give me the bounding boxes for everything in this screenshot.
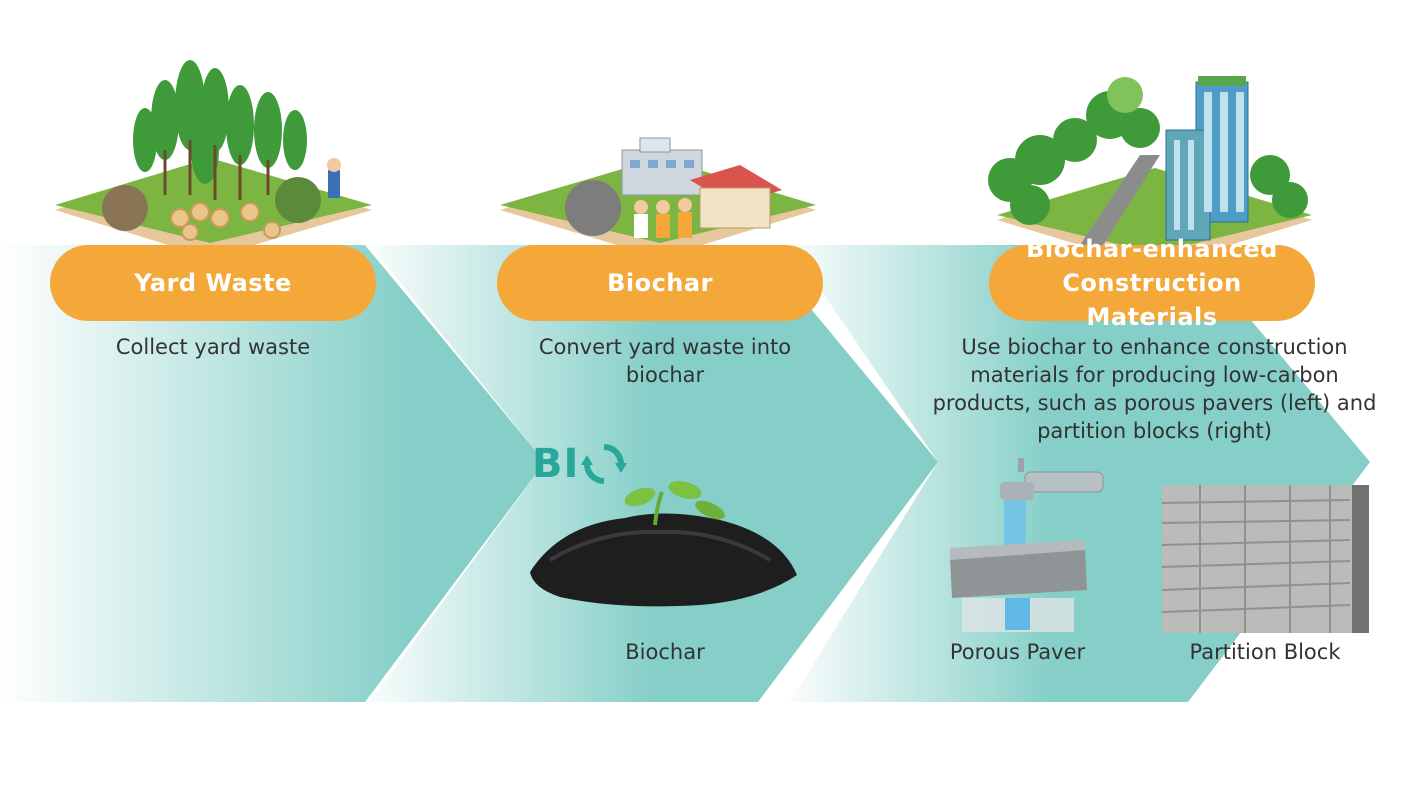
stage-3-title-line1: Biochar-enhanced [1026, 235, 1278, 263]
sprout-icon [653, 491, 664, 526]
arrow-stage-1 [0, 245, 545, 702]
bio-logo-text: BI [532, 441, 580, 487]
partition-block-caption: Partition Block [1189, 640, 1341, 664]
bio-logo: BI [532, 441, 628, 487]
water-stream-icon [1004, 500, 1026, 550]
biochar-caption: Biochar [625, 640, 705, 664]
stage-3-title-pill: Biochar-enhanced Construction Materials [989, 235, 1315, 331]
stage-1-title-pill: Yard Waste [50, 245, 376, 321]
porous-paver-caption: Porous Paver [949, 640, 1086, 664]
recycle-arrows-icon [581, 444, 628, 484]
stage-1-description: Collect yard waste [115, 335, 311, 359]
stage-2-description: Convert yard waste into biochar [538, 335, 792, 387]
arrow-stage-2 [370, 245, 938, 702]
stage-3-title-line2: Construction Materials [1062, 269, 1242, 331]
stage-2-title-pill: Biochar [497, 245, 823, 321]
stage-2-title: Biochar [607, 269, 713, 297]
stage-3-description: Use biochar to enhance construction mate… [932, 335, 1377, 443]
stage-1-title: Yard Waste [134, 269, 292, 297]
